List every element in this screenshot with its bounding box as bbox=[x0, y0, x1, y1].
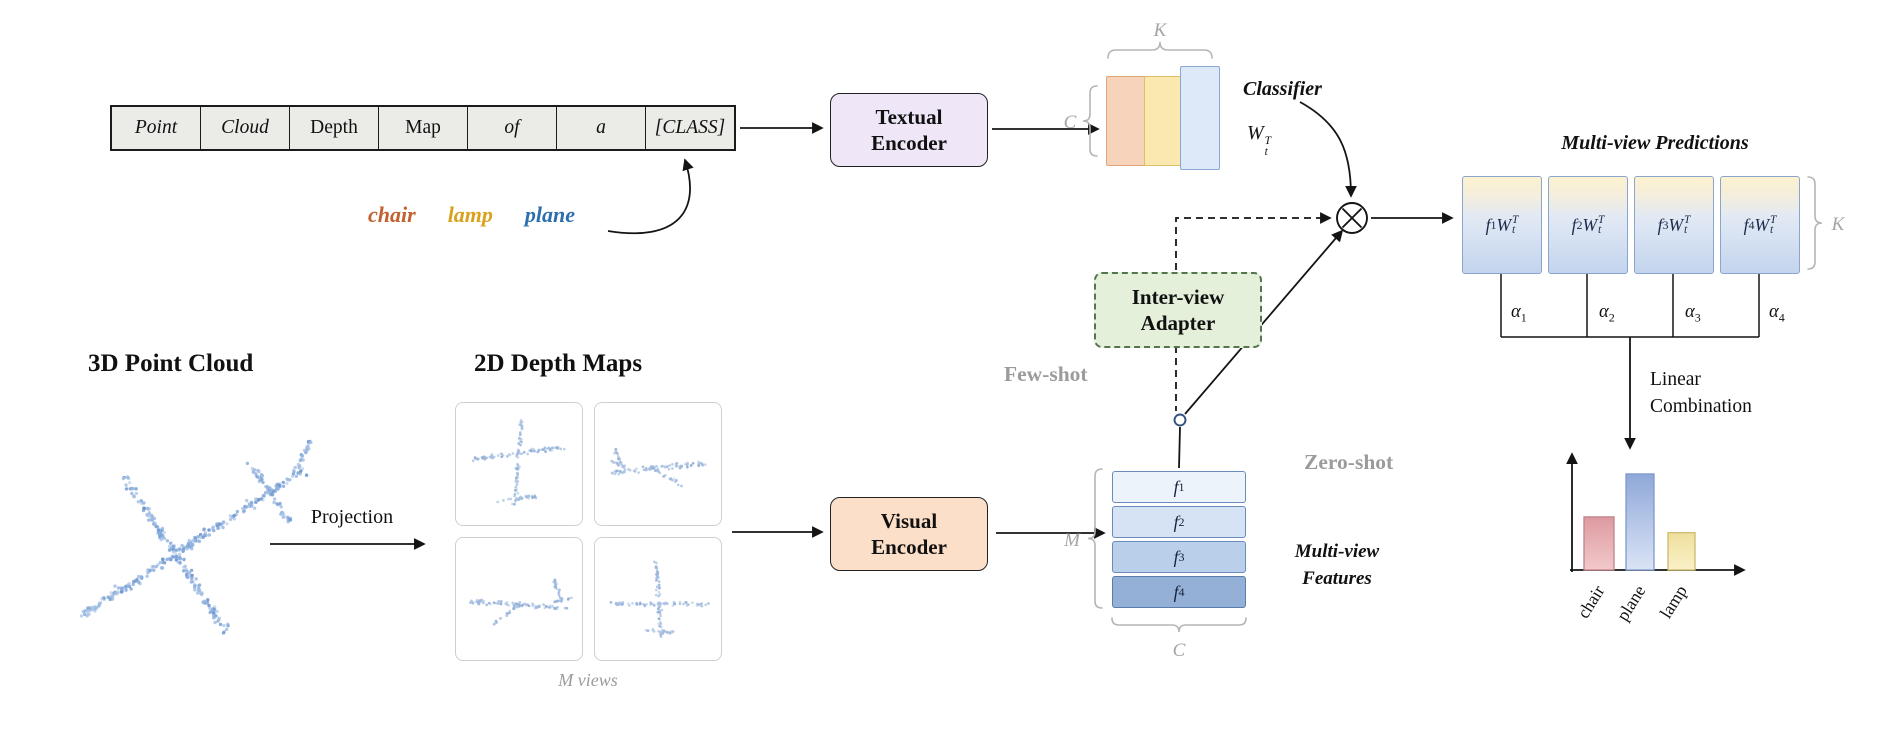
dimension-label: C bbox=[1173, 640, 1186, 661]
prompt-cell: Map bbox=[379, 107, 468, 149]
textual-encoder-box: Textual Encoder bbox=[830, 93, 988, 167]
classifier-arrow bbox=[1299, 101, 1357, 198]
prompt-cell: [CLASS] bbox=[654, 117, 726, 138]
textual-encoder-label-line1: Textual bbox=[875, 105, 943, 129]
bar-plane bbox=[1625, 473, 1655, 571]
prompt-cell: Depth bbox=[290, 107, 379, 149]
classifier-label: Classifier bbox=[1243, 78, 1322, 100]
adapter-label-line2: Adapter bbox=[1140, 311, 1216, 335]
prompt-cell: Cloud bbox=[201, 107, 290, 149]
class-insert-arrow bbox=[607, 158, 694, 235]
visual-encoder-label-line1: Visual bbox=[880, 509, 938, 533]
depth-map-image-3 bbox=[468, 578, 573, 626]
depth-map-view-1 bbox=[455, 402, 583, 526]
text-feature-columns bbox=[1106, 66, 1220, 170]
depth-map-image-2 bbox=[610, 448, 707, 488]
inter-view-adapter-box: Inter-view Adapter bbox=[1094, 272, 1262, 348]
bar-label-chair: chair bbox=[1573, 581, 1609, 621]
alpha-2: α2 bbox=[1599, 302, 1615, 325]
brace bbox=[1087, 468, 1103, 609]
few-shot-label: Few-shot bbox=[1004, 362, 1088, 386]
bar-label-lamp: lamp bbox=[1655, 581, 1691, 621]
prompt-cell: Point bbox=[112, 107, 201, 149]
otimes-icon bbox=[1336, 202, 1368, 234]
zero-shot-label: Zero-shot bbox=[1304, 450, 1394, 474]
few-shot-dashed-path bbox=[1175, 212, 1332, 270]
bar-lamp bbox=[1667, 532, 1696, 571]
class-word-plane: plane bbox=[524, 202, 576, 227]
point-cloud-title: 3D Point Cloud bbox=[88, 350, 254, 377]
textual-encoder-label-line2: Encoder bbox=[871, 131, 947, 155]
depth-map-image-4 bbox=[609, 560, 710, 638]
class-words: chair lamp plane bbox=[368, 202, 575, 228]
text-feature-column bbox=[1180, 66, 1220, 170]
bar-label-plane: plane bbox=[1612, 581, 1649, 624]
connector-line bbox=[1178, 426, 1181, 469]
alpha-4: α4 bbox=[1769, 302, 1785, 325]
visual-encoder-label-line2: Encoder bbox=[871, 535, 947, 559]
depth-map-view-3 bbox=[455, 537, 583, 661]
depth-maps-title: 2D Depth Maps bbox=[474, 350, 643, 377]
projection-label: Projection bbox=[310, 506, 394, 528]
multiview-predictions-title: Multi-view Predictions bbox=[1561, 132, 1749, 154]
depth-map-view-2 bbox=[594, 402, 722, 526]
bar-chair bbox=[1583, 516, 1615, 571]
dimension-label: K bbox=[1831, 214, 1846, 235]
brace bbox=[1107, 41, 1213, 59]
depth-maps-grid bbox=[455, 402, 722, 661]
point-cloud-image bbox=[79, 439, 313, 635]
brace bbox=[1082, 85, 1098, 157]
text-feature-column bbox=[1144, 76, 1182, 166]
alpha-3: α3 bbox=[1685, 302, 1701, 325]
dimension-label: M bbox=[1063, 530, 1081, 551]
depth-map-image-1 bbox=[471, 418, 566, 506]
class-word-chair: chair bbox=[368, 202, 416, 227]
linear-combination-line2: Combination bbox=[1650, 396, 1752, 417]
adapter-label-line1: Inter-view bbox=[1131, 285, 1225, 309]
multiview-features-label: Multi-view Features bbox=[1262, 538, 1412, 592]
brace bbox=[1807, 176, 1823, 270]
alpha-1: α1 bbox=[1511, 302, 1527, 325]
class-word-lamp: lamp bbox=[447, 202, 493, 227]
prompt-cell: a bbox=[557, 107, 646, 149]
dimension-label: K bbox=[1153, 20, 1168, 41]
multiview-features-line1: Multi-view bbox=[1294, 541, 1380, 562]
linear-combination-line1: Linear bbox=[1650, 369, 1701, 390]
text-feature-column bbox=[1106, 76, 1146, 166]
visual-encoder-box: Visual Encoder bbox=[830, 497, 988, 571]
brace bbox=[1111, 617, 1247, 633]
switch-icon bbox=[1173, 413, 1187, 427]
depth-map-view-4 bbox=[594, 537, 722, 661]
linear-combination-label: Linear Combination bbox=[1650, 366, 1752, 420]
dimension-label: C bbox=[1064, 112, 1077, 133]
multiview-features-line2: Features bbox=[1302, 568, 1372, 589]
m-views-label: M views bbox=[558, 670, 618, 690]
prompt-cell: of bbox=[468, 107, 557, 149]
